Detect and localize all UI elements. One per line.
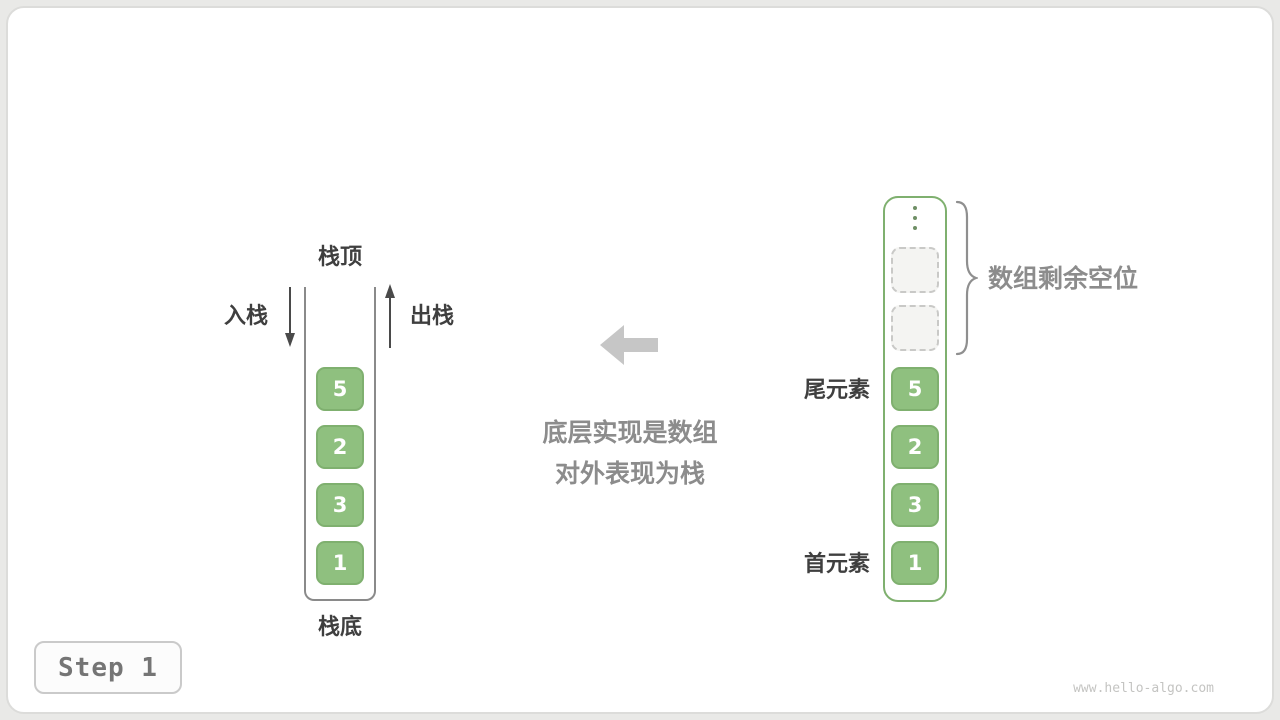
- array-empty-slot-0: [891, 247, 939, 293]
- flow-left-arrow-icon: [600, 325, 658, 365]
- ellipsis-dot: [913, 216, 917, 220]
- ellipsis-dot: [913, 226, 917, 230]
- array-spare-label: 数组剩余空位: [988, 264, 1139, 293]
- pop-label: 出栈: [410, 304, 455, 329]
- step-badge: Step 1: [34, 641, 182, 694]
- caption-line-1: 底层实现是数组: [542, 418, 718, 447]
- array-cell-2: 3: [891, 483, 939, 527]
- caption-line-2: 对外表现为栈: [554, 459, 705, 488]
- array-head-label: 首元素: [803, 552, 870, 577]
- array-tail-label: 尾元素: [803, 378, 870, 403]
- vertical-ellipsis-icon: [913, 206, 917, 230]
- push-label: 入栈: [223, 304, 268, 329]
- array-cell-1: 2: [891, 425, 939, 469]
- array-cell-3: 1: [891, 541, 939, 585]
- stack-cell-2: 3: [316, 483, 364, 527]
- stack-bottom-label: 栈底: [317, 615, 362, 640]
- stack-cell-3: 1: [316, 541, 364, 585]
- watermark-text: www.hello-algo.com: [1073, 681, 1214, 696]
- push-down-arrow-icon: [285, 287, 295, 347]
- right-curly-brace-icon: [955, 200, 978, 356]
- stack-cell-1: 2: [316, 425, 364, 469]
- stack-top-label: 栈顶: [317, 245, 362, 270]
- array-empty-slot-1: [891, 305, 939, 351]
- figure-card: [6, 6, 1274, 714]
- pop-up-arrow-icon: [385, 284, 395, 348]
- ellipsis-dot: [913, 206, 917, 210]
- stack-cell-0: 5: [316, 367, 364, 411]
- caption-text: 底层实现是数组 对外表现为栈: [500, 412, 760, 494]
- array-cell-0: 5: [891, 367, 939, 411]
